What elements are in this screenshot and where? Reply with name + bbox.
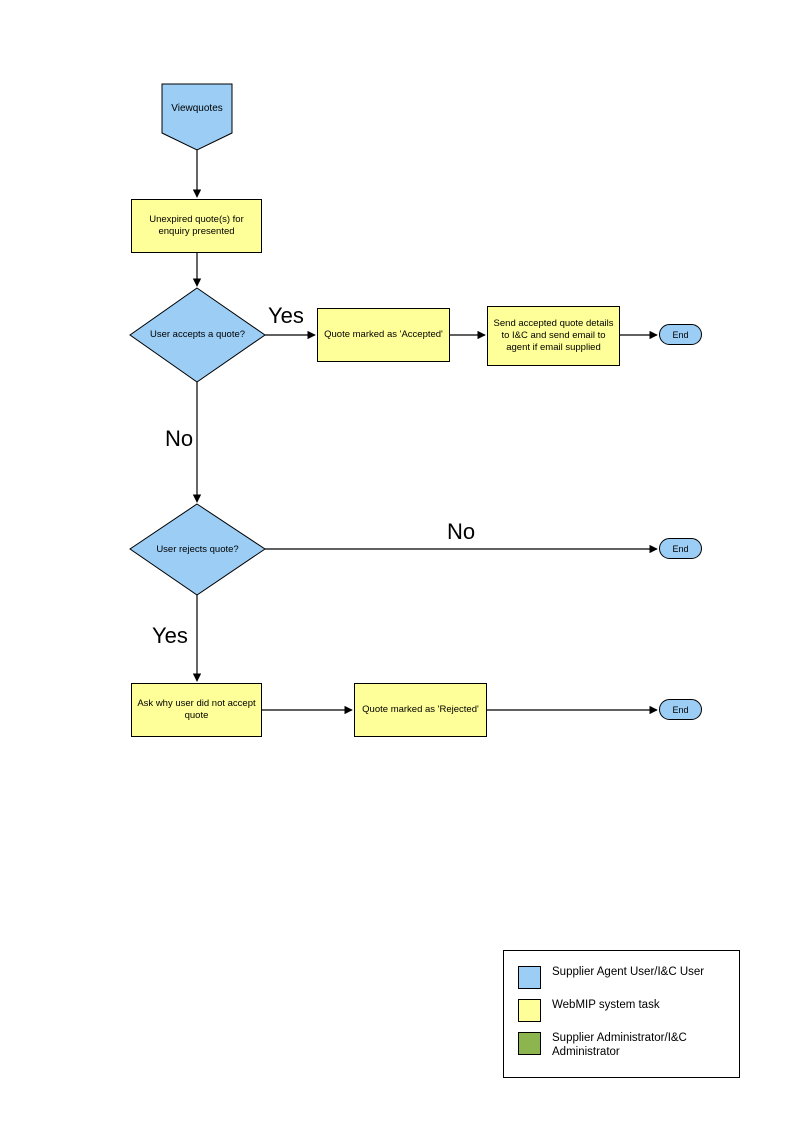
process-quote-marked-rejected-label: Quote marked as 'Rejected' (362, 704, 479, 715)
edge-label-rejects-no: No (447, 519, 476, 544)
legend-box: Supplier Agent User/I&C User WebMIP syst… (503, 950, 740, 1078)
legend-label-webmip-system: WebMIP system task (552, 999, 660, 1011)
decision-user-rejects-quote-label: User rejects quote? (156, 543, 239, 555)
process-unexpired-quotes[interactable]: Unexpired quote(s) for enquiry presented (131, 199, 262, 253)
decision-user-accepts-quote[interactable]: User accepts a quote? (130, 288, 265, 382)
start-pentagon-shape (161, 83, 233, 151)
process-send-accepted-details[interactable]: Send accepted quote details to I&C and s… (487, 306, 620, 366)
process-ask-why-not-accepted[interactable]: Ask why user did not accept quote (131, 683, 262, 737)
start-node-label: Viewquotes (171, 103, 223, 114)
terminator-end-accepted-label: End (672, 329, 689, 340)
process-send-accepted-details-label: Send accepted quote details to I&C and s… (493, 318, 614, 353)
terminator-end-rejected-label: End (672, 704, 689, 715)
terminator-end-no-reject[interactable]: End (659, 538, 702, 559)
decision-user-accepts-quote-label: User accepts a quote? (149, 329, 246, 340)
decision-user-rejects-quote[interactable]: User rejects quote? (130, 504, 265, 595)
terminator-end-no-reject-label: End (672, 543, 689, 554)
legend-swatch-supplier-admin (518, 1032, 541, 1055)
legend-item: Supplier Agent User/I&C User (518, 965, 739, 989)
terminator-end-rejected[interactable]: End (659, 699, 702, 720)
process-unexpired-quotes-label: Unexpired quote(s) for enquiry presented (149, 214, 244, 237)
edge-label-accepts-yes: Yes (268, 303, 304, 328)
edge-label-accepts-no: No (165, 426, 194, 451)
legend-swatch-supplier-agent (518, 966, 541, 989)
legend-label-supplier-admin: Supplier Administrator/I&C Administrator (552, 1032, 687, 1058)
process-quote-marked-accepted-label: Quote marked as 'Accepted' (324, 329, 443, 340)
process-ask-why-not-accepted-label: Ask why user did not accept quote (137, 698, 256, 721)
edge-label-rejects-yes: Yes (152, 623, 188, 648)
process-quote-marked-accepted[interactable]: Quote marked as 'Accepted' (317, 308, 450, 362)
legend-item: Supplier Administrator/I&C Administrator (518, 1031, 739, 1059)
legend-item: WebMIP system task (518, 998, 739, 1022)
legend-label-supplier-agent: Supplier Agent User/I&C User (552, 966, 705, 978)
start-node-viewquotes[interactable]: Viewquotes (162, 84, 232, 150)
legend-swatch-webmip-system (518, 999, 541, 1022)
terminator-end-accepted[interactable]: End (659, 324, 702, 345)
process-quote-marked-rejected[interactable]: Quote marked as 'Rejected' (354, 683, 487, 737)
